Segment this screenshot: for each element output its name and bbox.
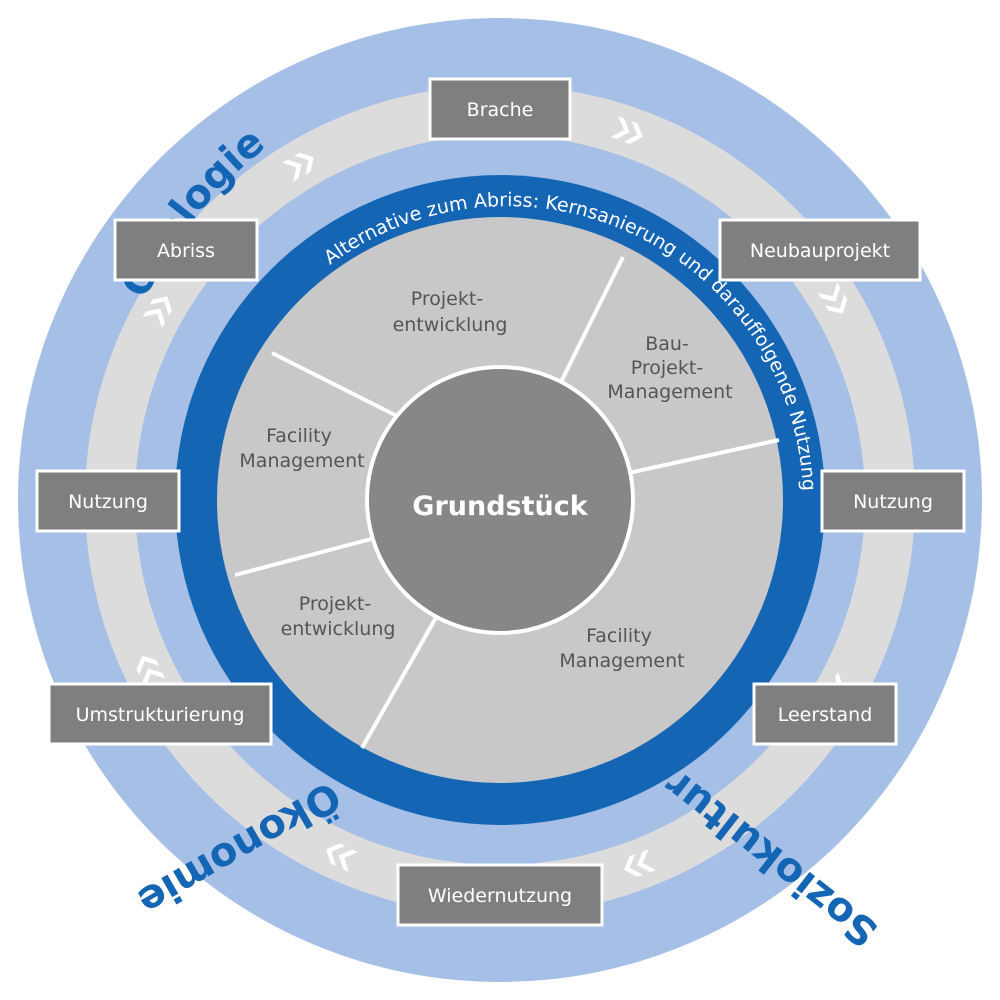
- double-chevron-icon: [818, 282, 848, 314]
- chevron-icon: [136, 655, 160, 675]
- cycle-step-neubauprojekt: Neubauprojekt: [718, 218, 922, 282]
- cycle-step-box: [47, 682, 273, 746]
- cycle-step-label: Nutzung: [853, 491, 933, 513]
- cycle-step-umstrukturierung: Umstrukturierung: [47, 682, 273, 746]
- segment-label-3: Facility Management: [559, 625, 684, 672]
- divider-1: [271, 351, 398, 418]
- cycle-step-label: Umstrukturierung: [76, 704, 245, 726]
- segment-2-line-1: Bau-: [645, 333, 689, 355]
- segment-1-line-1: Projekt-: [411, 288, 483, 310]
- cycle-step-label: Neubauprojekt: [750, 240, 890, 262]
- cycle-step-box: [113, 218, 259, 282]
- cycle-step-box: [428, 77, 572, 141]
- chevron-icon: [637, 849, 656, 873]
- double-chevron-icon: [142, 296, 172, 328]
- cycle-step-box: [752, 682, 898, 746]
- chevron-icon: [282, 159, 302, 182]
- chevron-icon: [818, 282, 841, 302]
- chevron-icon: [326, 843, 346, 867]
- chevron-icon: [338, 849, 358, 872]
- center-label: Grundstück: [412, 491, 588, 522]
- chevron-icon: [149, 296, 172, 316]
- cycle-step-wiedernutzung: Wiedernutzung: [396, 863, 604, 927]
- segment-3-line-2: Management: [559, 650, 684, 672]
- segment-2-line-3: Management: [607, 381, 732, 403]
- double-chevron-icon: [326, 843, 358, 872]
- divider-2: [557, 256, 625, 387]
- segment-1-line-2: entwicklung: [393, 314, 508, 336]
- segment-label-5: Facility Management: [239, 425, 364, 472]
- double-chevron-icon: [136, 655, 165, 688]
- center-circle: [365, 365, 635, 635]
- segment-4-line-1: Projekt-: [299, 593, 371, 615]
- chevron-icon: [142, 668, 165, 688]
- divider-5: [234, 536, 376, 577]
- segment-5-line-1: Facility: [266, 425, 332, 447]
- segment-5-line-2: Management: [239, 450, 364, 472]
- segment-4-line-2: entwicklung: [281, 618, 396, 640]
- segment-label-4: Projekt- entwicklung: [281, 593, 396, 640]
- segment-label-1: Projekt- entwicklung: [393, 288, 508, 336]
- cycle-step-box: [35, 469, 181, 533]
- cycle-step-label: Leerstand: [778, 704, 873, 726]
- cycle-step-box: [718, 218, 922, 282]
- divider-4: [360, 613, 440, 749]
- divider-3: [623, 438, 780, 476]
- cycle-step-box: [396, 863, 604, 927]
- cycle-step-nutzung-left: Nutzung: [35, 469, 181, 533]
- cycle-step-label: Abriss: [157, 240, 215, 262]
- cycle-step-label: Brache: [467, 99, 534, 121]
- double-chevron-icon: [610, 116, 643, 144]
- chevron-icon: [825, 294, 848, 314]
- chevron-icon: [294, 152, 314, 175]
- double-chevron-icon: [624, 849, 656, 877]
- chevron-icon: [610, 116, 630, 140]
- cycle-step-label: Wiedernutzung: [428, 885, 572, 907]
- chevron-icon: [623, 121, 643, 144]
- cycle-step-abriss: Abriss: [113, 218, 259, 282]
- cycle-step-nutzung-right: Nutzung: [820, 469, 966, 533]
- double-chevron-icon: [282, 152, 314, 182]
- segment-3-line-1: Facility: [586, 625, 652, 647]
- cycle-step-brache: Brache: [428, 77, 572, 141]
- segment-2-line-2: Projekt-: [631, 357, 703, 379]
- segment-dividers: [234, 256, 780, 749]
- cycle-step-box: [820, 469, 966, 533]
- cycle-step-label: Nutzung: [68, 491, 148, 513]
- chevron-icon: [142, 308, 165, 328]
- cycle-step-leerstand: Leerstand: [752, 682, 898, 746]
- chevron-icon: [624, 854, 643, 877]
- segment-label-2: Bau- Projekt- Management: [607, 333, 732, 403]
